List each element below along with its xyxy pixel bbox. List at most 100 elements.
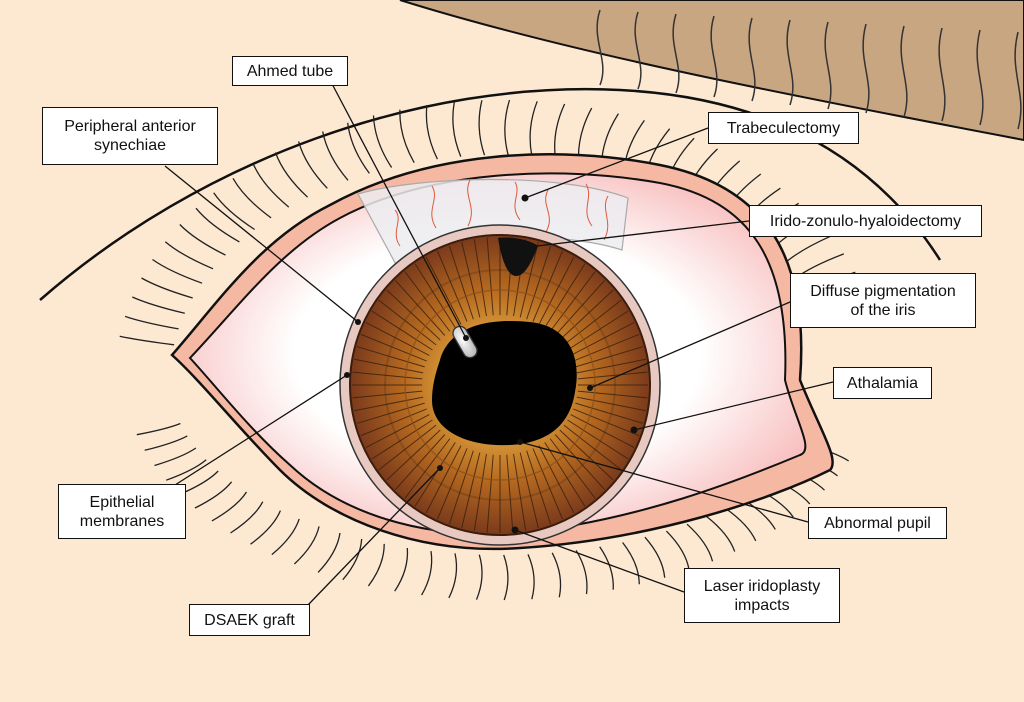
iris-fiber [526, 450, 552, 525]
eyelash [372, 115, 393, 168]
iris-fiber [526, 245, 552, 320]
eyelash [452, 101, 462, 157]
iris-fiber [532, 448, 564, 520]
iris-fiber [532, 250, 564, 322]
iris-fiber [519, 241, 539, 318]
eyelash [119, 335, 175, 346]
brow-hair [938, 27, 946, 122]
iris-fiber [394, 434, 446, 490]
brow-hair [1014, 31, 1022, 130]
brow-hair [748, 17, 756, 102]
eyelash [253, 164, 290, 208]
iris-fiber [549, 438, 596, 499]
eyelash [141, 277, 193, 299]
iris-fiber [404, 438, 451, 499]
brow-hair [596, 9, 604, 86]
iris-fiber [371, 310, 433, 351]
eyelash [527, 554, 535, 600]
iris-fiber [448, 450, 474, 525]
brow-hair [976, 29, 984, 126]
pupil [432, 320, 577, 446]
iris-fiber [563, 424, 622, 471]
iris-fiber [563, 299, 622, 346]
iris-fiber [506, 454, 514, 533]
iris-fiber [378, 299, 437, 346]
ahmed-tube [452, 325, 478, 359]
iris-fiber [577, 371, 648, 380]
iris-fiber [365, 322, 430, 356]
iris-fiber [365, 414, 430, 448]
iris-fiber [575, 402, 644, 424]
eyelash [232, 177, 272, 219]
iris-fiber [486, 237, 494, 316]
eyelash [322, 131, 349, 181]
eyelash [686, 523, 714, 562]
iris-fiber [549, 271, 596, 332]
label-dsaek-graft: DSAEK graft [189, 604, 310, 636]
eyelash [782, 235, 831, 265]
iris-fiber [577, 390, 648, 399]
label-ahmed-tube: Ahmed tube [232, 56, 348, 86]
eyelash [551, 552, 562, 598]
eyelash [293, 526, 320, 565]
iris-fiber [544, 442, 586, 507]
iris-fiber [473, 453, 487, 531]
eyelash [575, 549, 588, 595]
iris-fiber [414, 263, 456, 328]
eyelash [644, 536, 666, 578]
iris-fiber [559, 289, 614, 341]
label-laser-iridoplasty-impacts: Laser iridoplasty impacts [684, 568, 840, 623]
iris-fiber [360, 333, 427, 362]
eyelash [367, 543, 385, 587]
brow-hair [862, 23, 870, 114]
eyelash [136, 422, 181, 436]
eyelash [478, 100, 486, 156]
iris-fiber [461, 241, 481, 318]
eyelash [179, 224, 226, 256]
label-irido-zonulo-hyaloidectomy: Irido-zonulo-hyaloidectomy [749, 205, 982, 237]
iris-fiber [354, 396, 424, 412]
eyelash [706, 515, 736, 552]
eyelash [503, 554, 509, 601]
eyelash [724, 507, 757, 542]
iris-fiber [538, 445, 575, 514]
eyelash [195, 207, 240, 243]
iris-fiber [554, 434, 606, 490]
eyelash [504, 99, 511, 156]
eyelash [132, 296, 185, 314]
eyelash [425, 105, 438, 160]
label-diffuse-pigmentation: Diffuse pigmentation of the iris [790, 273, 976, 328]
iris-fiber [559, 429, 614, 481]
brow-hair [786, 19, 794, 106]
iris-fiber [356, 402, 425, 424]
eyelash [164, 241, 214, 270]
iris-fiber [404, 271, 451, 332]
eyelash [154, 447, 197, 467]
brow-hair [672, 13, 680, 94]
iris-fiber [513, 453, 527, 531]
eyelash [665, 530, 690, 571]
label-athalamia: Athalamia [833, 367, 932, 399]
eyelash [124, 315, 179, 330]
iris-fiber [386, 429, 441, 481]
brow-hair [824, 21, 832, 110]
eyelash [274, 152, 309, 198]
iris-fiber [360, 408, 427, 437]
eyelash [342, 538, 363, 581]
eyelash [529, 101, 538, 157]
iris-fiber [538, 256, 575, 325]
iris-fiber [461, 452, 481, 529]
label-peripheral-anterior-synechiae: Peripheral anterior synechiae [42, 107, 218, 165]
iris-fibers [352, 237, 648, 533]
eyelash [271, 518, 300, 556]
iris-fiber [576, 358, 646, 374]
iris-fiber [354, 358, 424, 374]
eyebrow-hairs [596, 9, 1022, 130]
iris-fiber [554, 280, 606, 336]
eyelash [152, 258, 203, 284]
label-trabeculectomy: Trabeculectomy [708, 112, 859, 144]
brow-hair [900, 25, 908, 118]
eyelash [554, 103, 566, 159]
iris-fiber [414, 442, 456, 507]
